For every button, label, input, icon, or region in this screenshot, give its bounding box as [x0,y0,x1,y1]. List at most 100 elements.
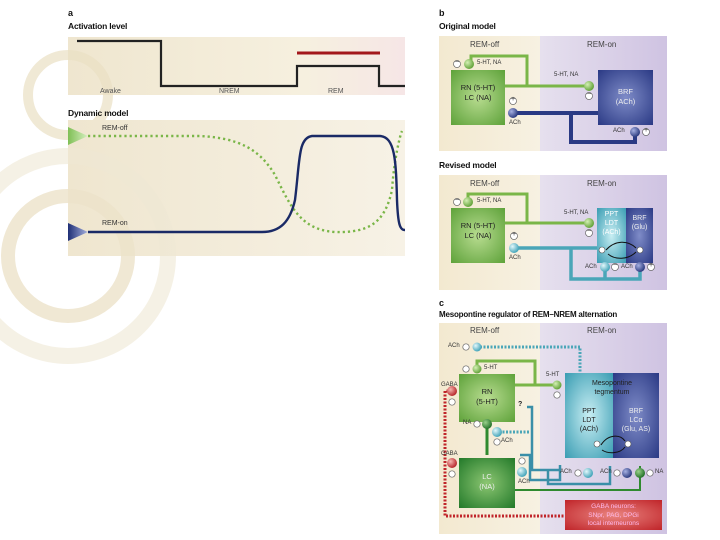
brf-box-label: BRF(ACh) [598,87,653,107]
stage-label-awake: Awake [100,88,121,95]
gaba-top-label: GABA [441,382,458,388]
sign-ach-left-text: + [512,231,517,238]
glu-label: (Glu) [631,224,648,231]
mesopontine-text: Mesopontine [591,380,633,387]
lc-box-label: LC(NA) [459,472,515,492]
ach-r1-label: ACh [585,264,597,270]
lc-label: LC (NA) [464,231,492,240]
rem-off-neuron-icon [68,127,88,145]
rem-on-curve [88,134,406,234]
ach-top-label: ACh [448,343,460,349]
rn-lc-box [451,70,505,125]
loop-arrow-icon [605,241,637,251]
brf-glu-box [626,208,653,263]
ppt-ldt-box [565,373,613,458]
rem-off-label: REM-off [102,125,128,132]
synapse-input [584,218,594,228]
gaba-neurons-text: GABA neurons: [591,503,636,510]
sign-input-text: − [587,228,592,235]
ach-left-label: ACh [509,120,521,126]
sign-ach-right [642,128,650,136]
brf-text: BRF [629,408,643,415]
synapse-auto [463,197,473,207]
synapse-brf-input [584,81,594,91]
ppt-text: PPT [582,408,596,415]
stage-label-rem: REM [328,88,344,95]
rem-on-header: REM-on [587,179,617,188]
activation-level-line [77,39,405,88]
rem-off-header: REM-off [470,40,500,49]
sign-auto-text: − [455,197,460,204]
brf-box [598,70,653,125]
revised-model-title: Revised model [439,160,497,170]
ach-label: (ACh) [602,229,621,236]
panel-c-title: Mesopontine regulator of REM–NREM altern… [439,310,618,319]
activation-level-title: Activation level [68,21,128,31]
sign-auto [453,60,461,68]
panel-b-original [439,36,667,151]
rn-label: RN (5-HT) [460,221,496,230]
synapse-ach-left [509,243,519,253]
unknown-connection-marker: ? [518,401,523,408]
glu-as-text: (Glu, AS) [621,426,651,433]
rn-label: RN [481,387,493,396]
ach-mid-label: ACh [501,438,513,444]
synapse-ach-mid [492,427,502,437]
sign-ach-right-text: + [644,127,649,134]
ach-text: (ACh) [579,426,599,433]
rn-lc-box [451,208,505,263]
synapse-ach-b2 [622,468,632,478]
gaba-neurons-box [565,500,662,530]
synapse-ach-r2 [635,262,645,272]
synapse-ach-left [508,108,518,118]
rem-on-header: REM-on [587,326,617,335]
panel-c-letter: c [439,298,445,308]
rem-on-header: REM-on [587,40,617,49]
ach-b1-label: ACh [560,469,572,475]
ach-lc-label: ACh [518,479,530,485]
brf-lca-box [613,373,659,458]
synapse-ach-b1 [583,468,593,478]
ppt-ldt-label: PPT LDT (ACh) [565,407,613,434]
5ht-auto-label: 5-HT [484,365,498,371]
sign-ach-left-text: + [511,96,516,103]
auto-label: 5-HT, NA [477,60,502,66]
lca-text: LCα [629,417,643,424]
sign-ach-r2-text: + [649,262,654,269]
rem-on-neuron-icon [68,223,88,241]
ach-label: (ACh) [615,97,636,106]
na-label: NA [463,420,472,426]
panel-b-revised [439,175,667,290]
ach-r2-label: ACh [621,264,633,270]
synapse-ach-r1 [600,262,610,272]
brf-glu-box-label: BRF(Glu) [626,214,653,232]
lc-label: LC (NA) [464,93,492,102]
brf-label: BRF [618,87,633,96]
synapse-gaba-top [447,386,457,396]
synapse-na [482,419,492,429]
rem-on-label: REM-on [102,220,128,227]
sign-input-text: − [587,91,592,98]
5ht-in-label: 5-HT [546,372,560,378]
ldt-text: LDT [582,417,596,424]
brf-lca-label: BRF LCα (Glu, AS) [613,407,659,434]
ach-right-label: ACh [613,128,625,134]
synapse-gaba-bot [447,458,457,468]
auto-label: 5-HT, NA [477,198,502,204]
stage-label-nrem: NREM [219,88,240,95]
panel-a [0,37,406,364]
snpr-pag-dpgi-text: SNpr, PAG, DPGi [588,511,639,519]
input-label: 5-HT, NA [554,72,579,78]
lc-label: LC [482,472,492,481]
rem-off-header: REM-off [470,179,500,188]
gaba-bot-label: GABA [441,451,458,457]
input-label: 5-HT, NA [564,210,589,216]
original-model-title: Original model [439,21,496,31]
rn-lc-box-label: RN (5-HT)LC (NA) [451,221,505,241]
panel-c [439,323,667,534]
loop-arrow-icon [600,435,626,446]
sign-brf-input [585,92,593,100]
